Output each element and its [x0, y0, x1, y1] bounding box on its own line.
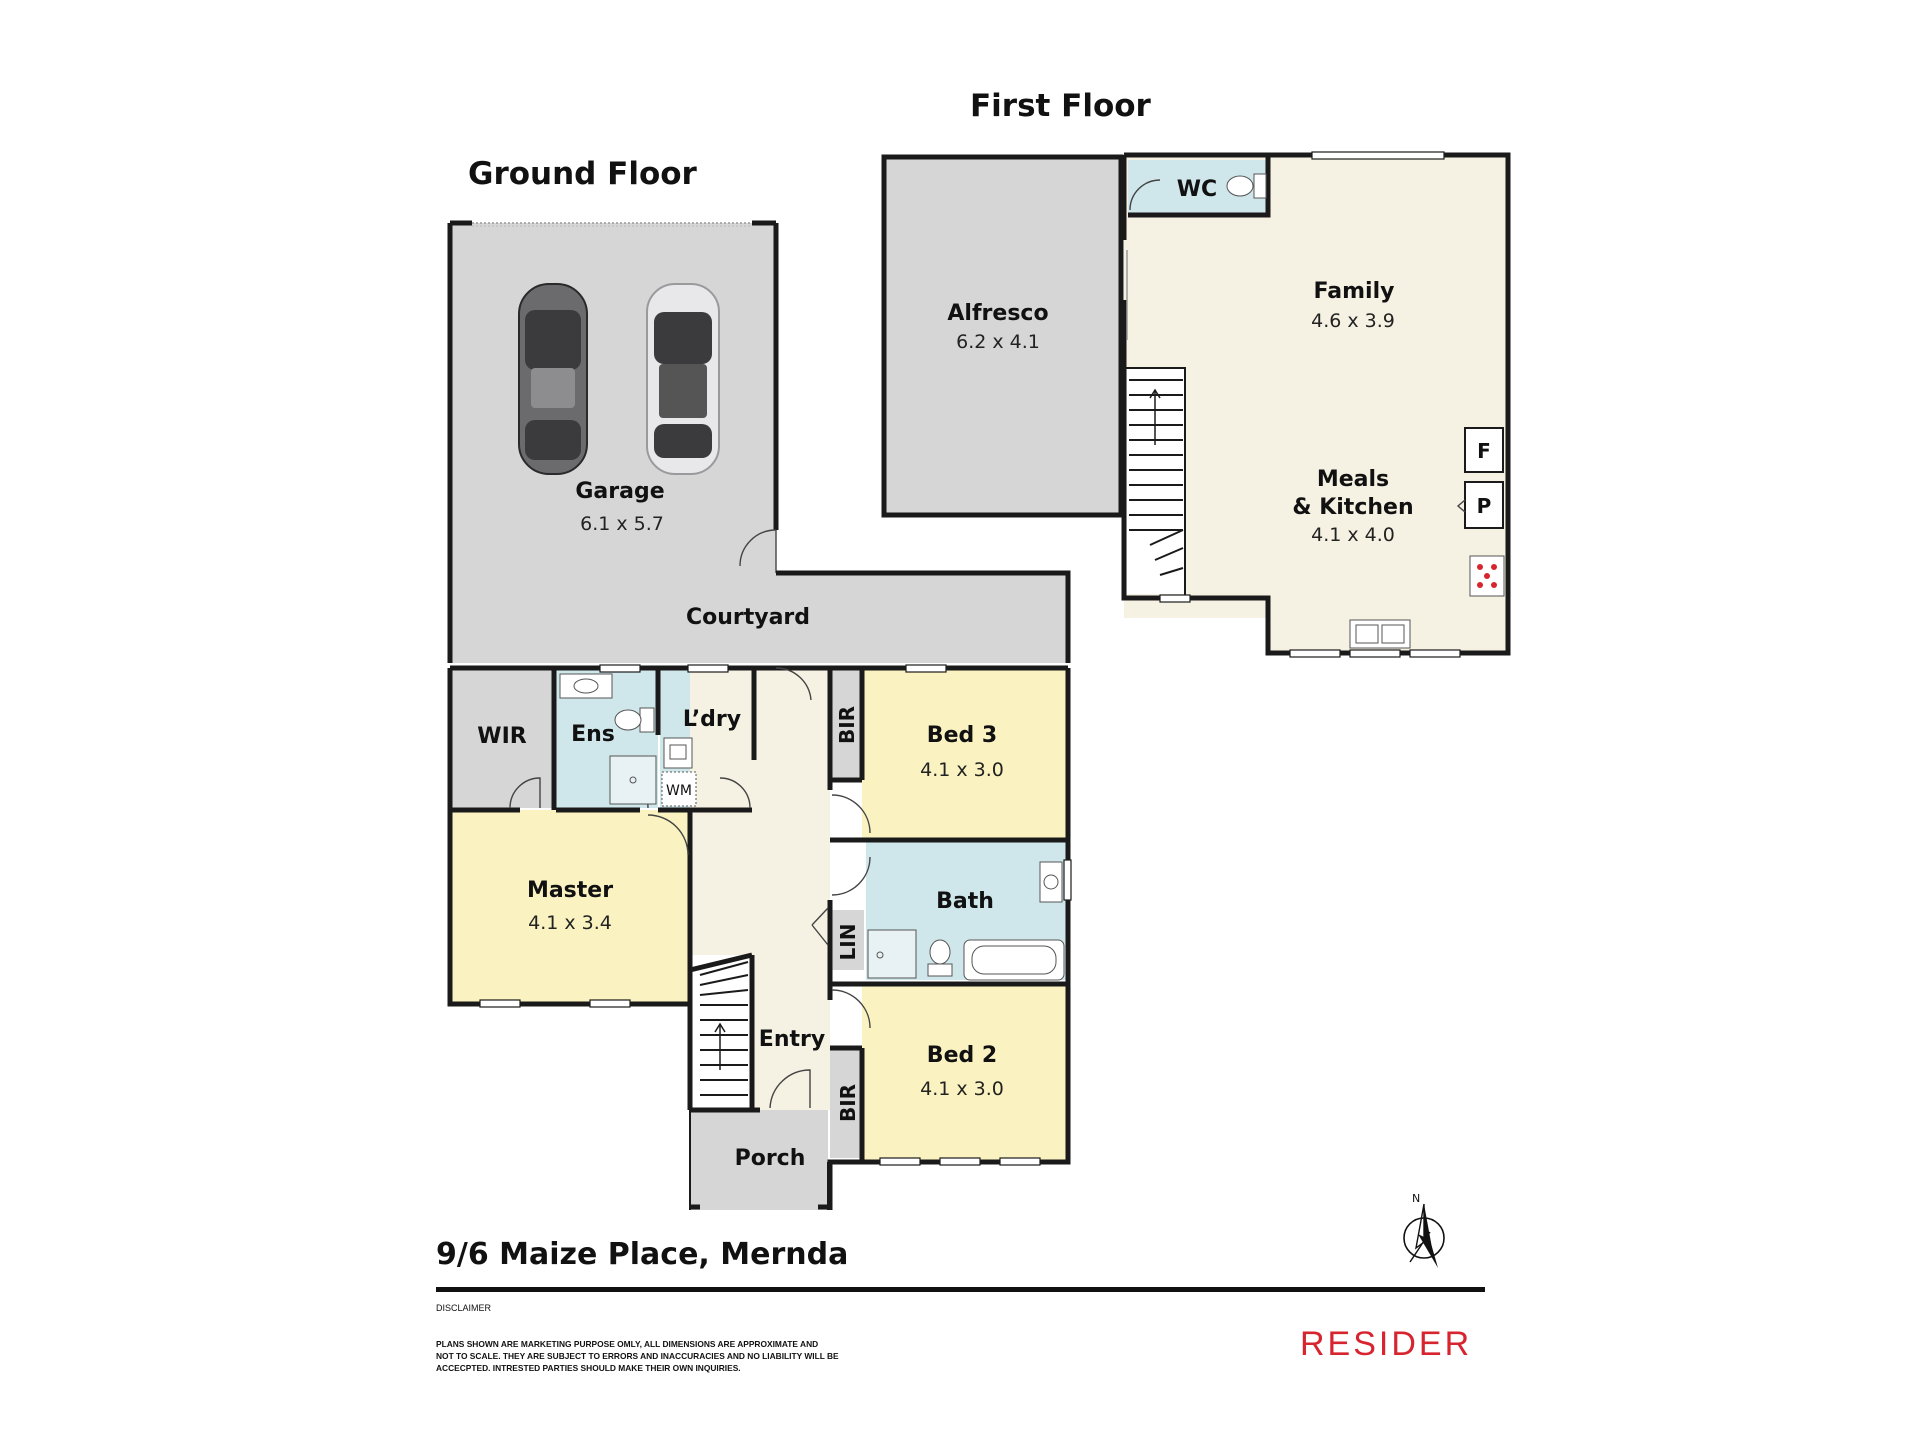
courtyard-area [450, 573, 1068, 663]
meals-label-line2: & Kitchen [1292, 495, 1413, 520]
wc-label: WC [1177, 177, 1217, 202]
garage-label: Garage [575, 479, 664, 504]
wir-label: WIR [477, 724, 526, 749]
north-arrow-icon: N [1403, 1192, 1445, 1268]
pantry-label: P [1477, 494, 1492, 518]
window [1289, 649, 1341, 658]
toilet-icon [927, 939, 953, 977]
bed3-dims: 4.1 x 3.0 [920, 759, 1004, 781]
wir-room [452, 670, 554, 808]
sink-icon [559, 673, 613, 699]
stairs-icon [1129, 379, 1184, 576]
master-room [452, 810, 690, 1002]
wm-label: WM [666, 783, 692, 799]
first-floor: First Floor Alfresco 6.2 x 4.1 WC Family… [881, 88, 1511, 658]
window [687, 664, 729, 673]
first-floor-title: First Floor [970, 88, 1152, 124]
window [905, 664, 947, 673]
bir-bottom-label: BIR [836, 1084, 860, 1122]
window [999, 1157, 1041, 1166]
laundry-label: L’dry [683, 707, 741, 732]
window [1349, 649, 1401, 658]
sink-icon [663, 737, 693, 769]
disclaimer-line-3: ACCECPTED. INTRESTED PARTIES SHOULD MAKE… [436, 1363, 741, 1373]
porch-area [690, 1110, 828, 1210]
porch-label: Porch [735, 1146, 806, 1171]
stairs-icon [699, 961, 749, 1096]
bathtub-icon [963, 939, 1065, 981]
bed3-room [862, 670, 1066, 838]
bath-label: Bath [936, 889, 994, 914]
window [1063, 859, 1072, 901]
bed2-room [862, 984, 1068, 1162]
window [879, 1157, 921, 1166]
window [1311, 151, 1445, 160]
fridge-box [1464, 427, 1504, 473]
master-label: Master [527, 878, 613, 903]
sink-icon [1039, 861, 1063, 903]
property-address: 9/6 Maize Place, Mernda [436, 1237, 848, 1272]
window [589, 999, 631, 1008]
shower-icon [609, 755, 657, 805]
meals-dims: 4.1 x 4.0 [1311, 524, 1395, 546]
sink-icon [1349, 619, 1411, 649]
bed2-dims: 4.1 x 3.0 [920, 1078, 1004, 1100]
window [599, 664, 641, 673]
alfresco-area [884, 157, 1121, 515]
brand-logo: RESIDER [1300, 1325, 1472, 1363]
disclaimer-line-2: NOT TO SCALE. THEY ARE SUBJECT TO ERRORS… [436, 1351, 839, 1361]
divider-line [436, 1287, 1485, 1292]
ground-floor: Ground Floor Garage 6.1 x 5.7 Courtyard … [447, 156, 1072, 1210]
lin-label: LIN [836, 924, 860, 961]
master-dims: 4.1 x 3.4 [528, 912, 612, 934]
bir-top-label: BIR [835, 706, 859, 744]
family-label: Family [1314, 279, 1395, 304]
alfresco-label: Alfresco [947, 301, 1048, 326]
shower-icon [867, 929, 917, 979]
car-icon [646, 283, 720, 475]
disclaimer-line-1: PLANS SHOWN ARE MARKETING PURPOSE OMLY, … [436, 1339, 818, 1349]
fridge-label: F [1477, 439, 1491, 463]
toilet-icon [614, 707, 655, 733]
toilet-icon [1226, 173, 1267, 199]
family-kitchen-area [1124, 157, 1508, 653]
alfresco-dims: 6.2 x 4.1 [956, 331, 1040, 353]
window [1159, 594, 1191, 603]
bed3-label: Bed 3 [927, 723, 997, 748]
car-icon [518, 283, 588, 475]
wm-box [661, 771, 697, 807]
disclaimer-title: DISCLAIMER [436, 1303, 492, 1313]
bir-bottom-room [830, 1048, 862, 1158]
window [479, 999, 521, 1008]
lin-room [830, 910, 864, 970]
ens-label: Ens [571, 722, 615, 747]
garage-dims: 6.1 x 5.7 [580, 513, 664, 535]
north-label: N [1412, 1192, 1420, 1205]
ground-stairs-area [690, 955, 752, 1110]
family-dims: 4.6 x 3.9 [1311, 310, 1395, 332]
meals-label-line1: Meals [1317, 467, 1389, 492]
pantry-box [1464, 481, 1504, 529]
entry-label: Entry [759, 1027, 825, 1052]
footer: 9/6 Maize Place, Mernda DISCLAIMER PLANS… [436, 1192, 1485, 1373]
hallway-upper [754, 670, 830, 810]
bed2-label: Bed 2 [927, 1043, 997, 1068]
window [1409, 649, 1461, 658]
garage-room [450, 223, 776, 573]
window [939, 1157, 981, 1166]
courtyard-label: Courtyard [686, 605, 810, 630]
bir-top-room [830, 670, 862, 780]
cooktop-icon [1469, 555, 1505, 597]
ground-floor-title: Ground Floor [468, 156, 698, 192]
first-stairs-area [1127, 368, 1185, 594]
